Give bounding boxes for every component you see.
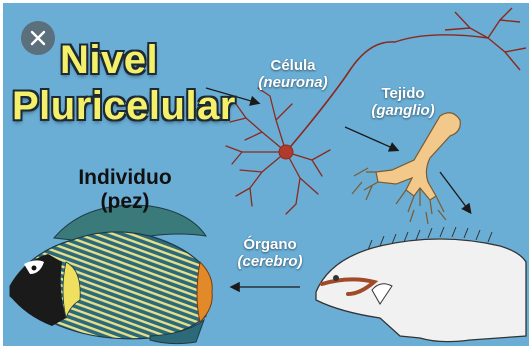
organ-example: (cerebro): [237, 253, 302, 270]
title-line-1: Nivel: [60, 38, 158, 83]
cell-example: (neurona): [258, 74, 327, 91]
individual-label: Individuo (pez): [60, 166, 190, 214]
close-icon: [21, 21, 55, 55]
organ-fish-illustration: [316, 227, 526, 342]
close-button[interactable]: [21, 21, 55, 55]
arrow-to-organ: [440, 172, 470, 212]
cell-name: Célula: [248, 57, 338, 74]
arrow-to-tissue: [345, 127, 397, 150]
neuron-branches-top-right: [395, 8, 526, 70]
tissue-label: Tejido (ganglio): [358, 85, 448, 119]
individual-example: (pez): [60, 190, 190, 214]
organ-name: Órgano: [224, 236, 316, 253]
organ-label: Órgano (cerebro): [224, 236, 316, 270]
title-line-2: Pluricelular: [12, 84, 236, 129]
individual-fish-illustration: [10, 205, 212, 343]
tissue-name: Tejido: [358, 85, 448, 102]
ganglion-illustration: [352, 113, 460, 224]
tissue-example: (ganglio): [371, 102, 434, 119]
cell-label: Célula (neurona): [248, 57, 338, 91]
individual-name: Individuo: [60, 166, 190, 190]
